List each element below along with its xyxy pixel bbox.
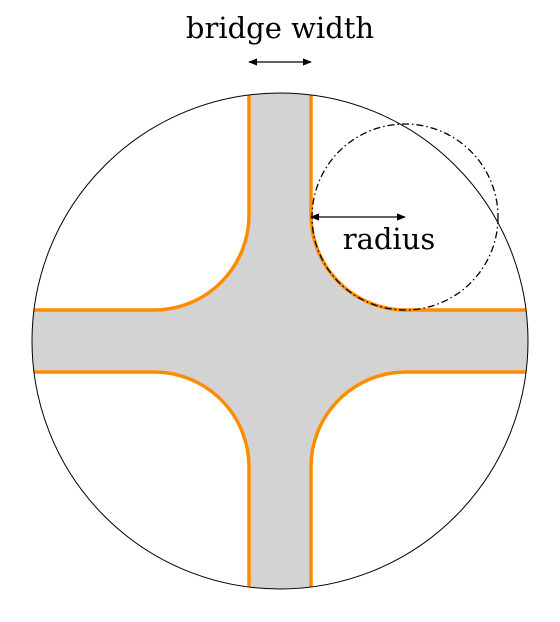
radius-label: radius — [343, 222, 436, 256]
edge-top-right — [309, 93, 528, 312]
bridge-region — [32, 93, 528, 589]
edge-bottom-right — [309, 370, 528, 589]
edge-top-left — [32, 93, 251, 312]
outer-circle — [31, 92, 529, 590]
bridge-edges — [32, 93, 528, 589]
edge-bottom-left — [32, 370, 251, 589]
bridge-width-label: bridge width — [186, 11, 374, 45]
